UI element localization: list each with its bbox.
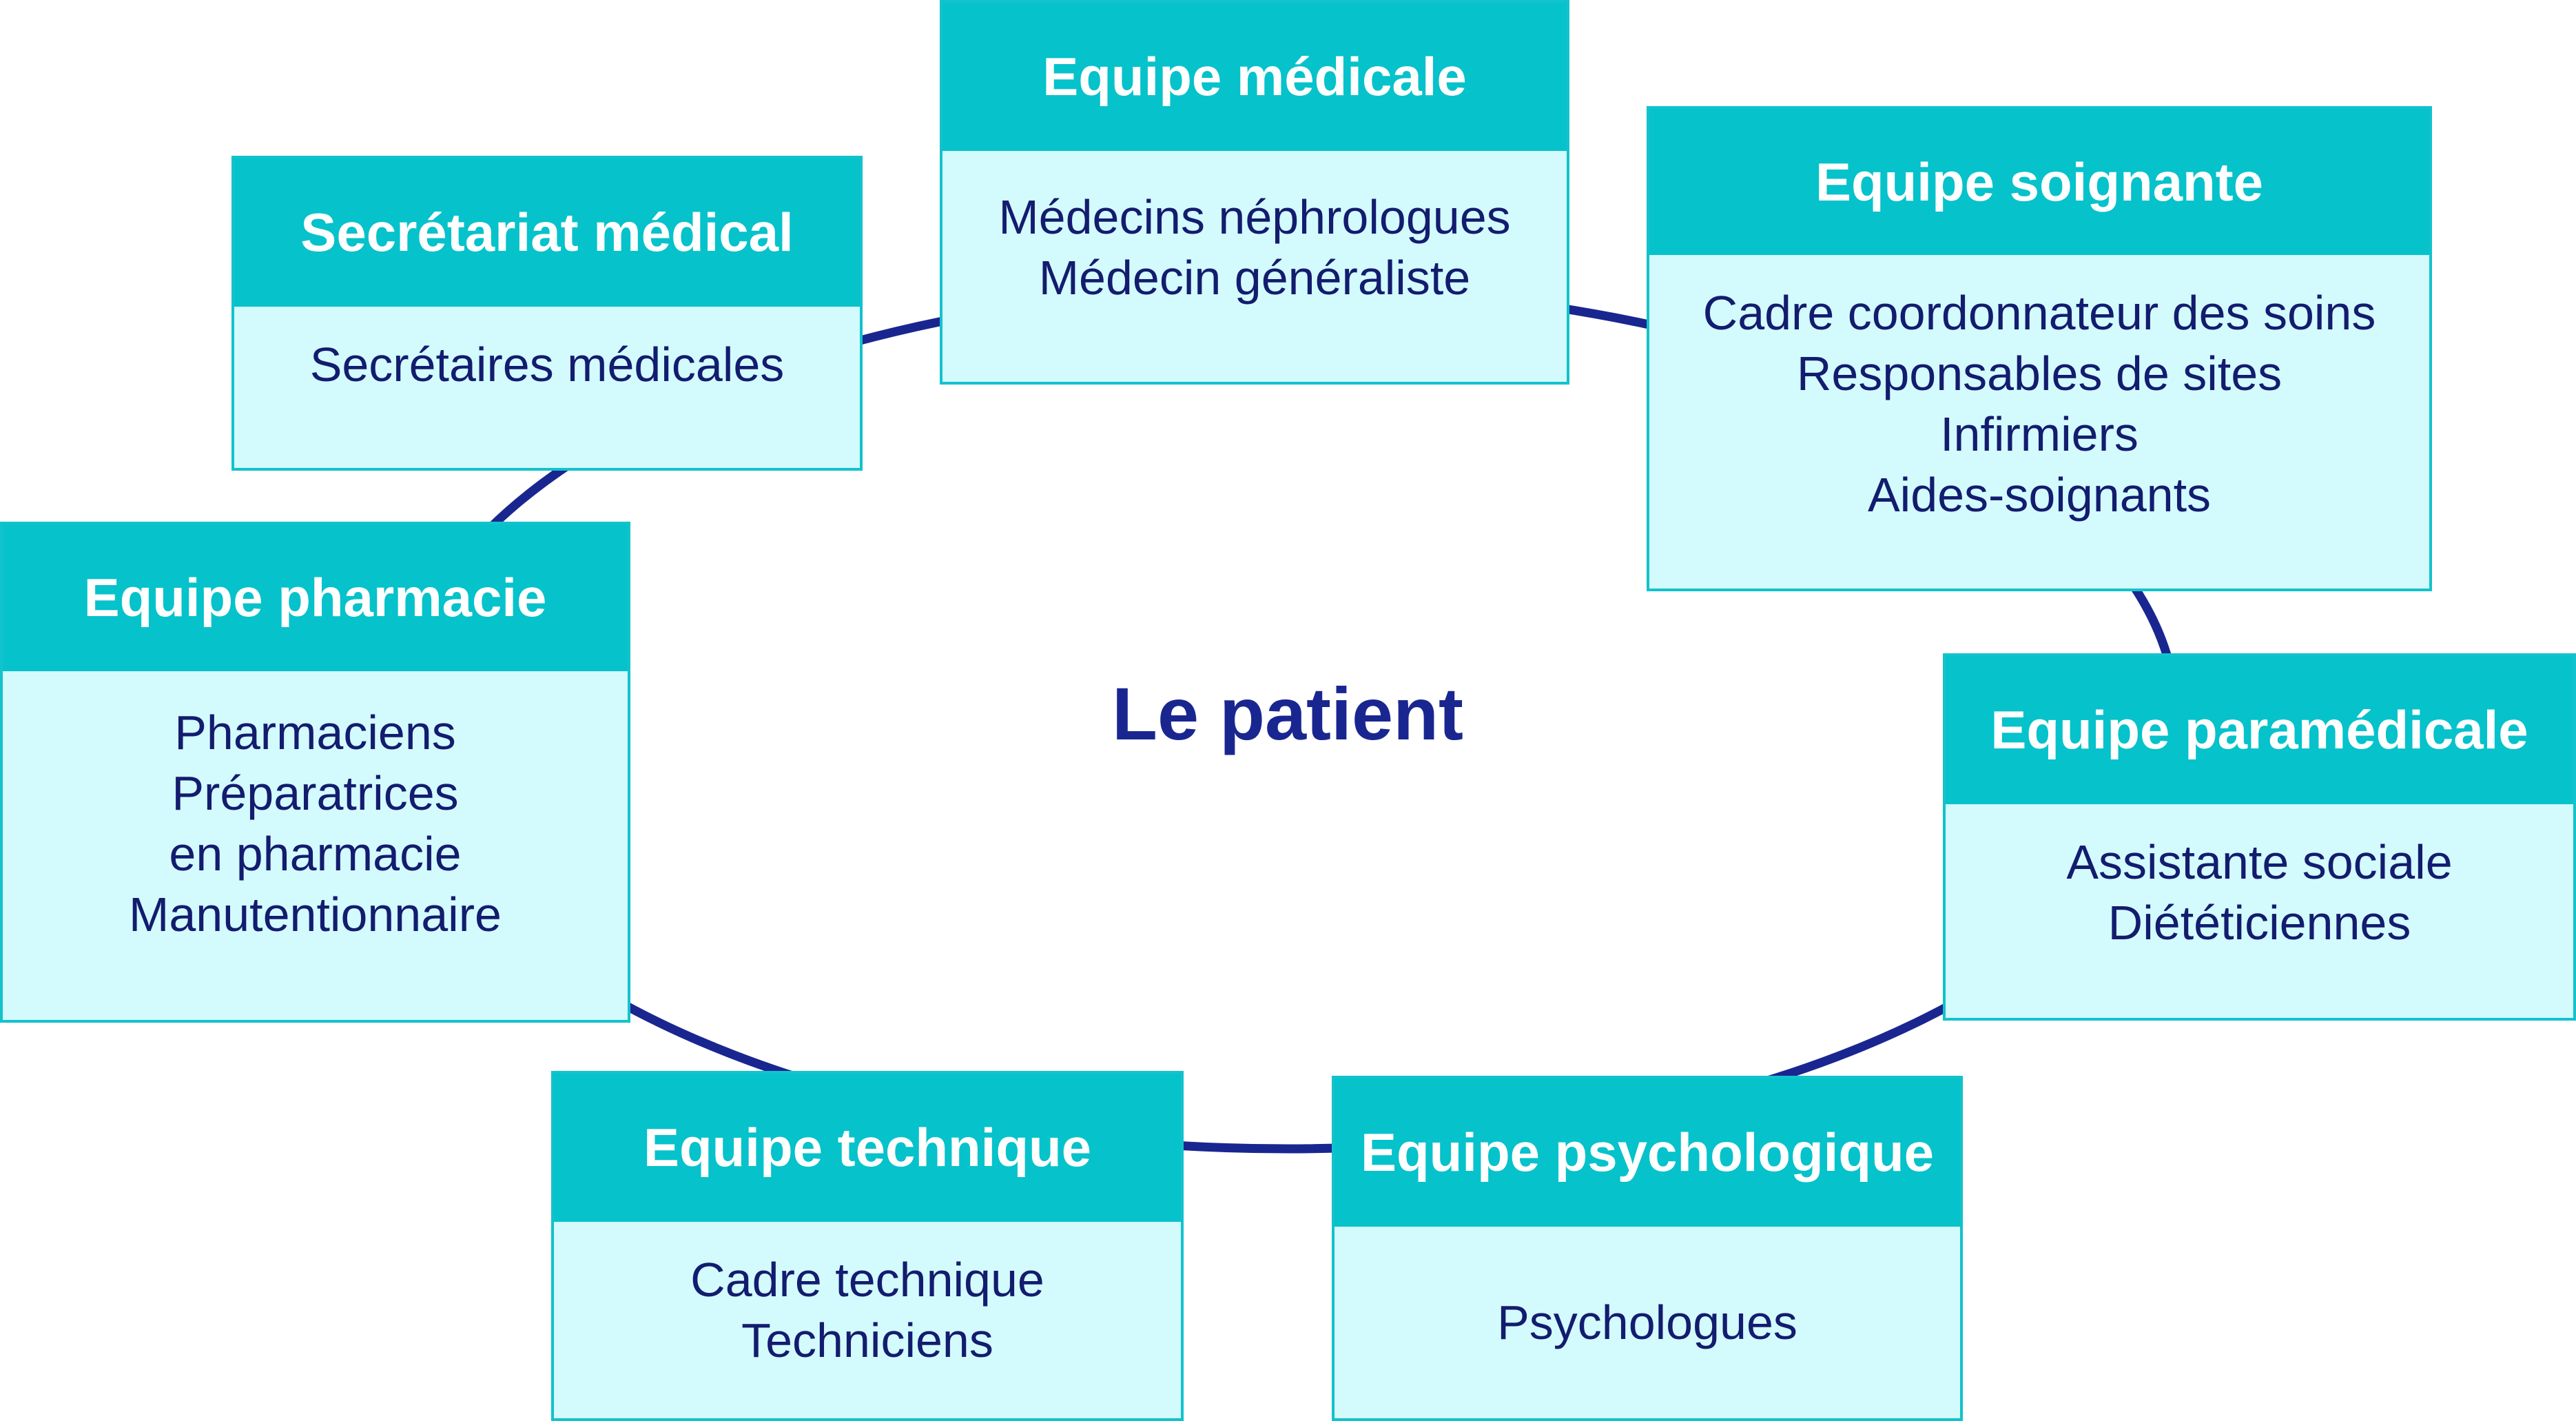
team-member: Aides-soignants: [1867, 468, 2212, 522]
team-box-secretariat: Secrétariat médical Secrétaires médicale…: [231, 156, 863, 471]
team-member: Médecin généraliste: [1038, 251, 1471, 305]
team-box-pharmacy: Equipe pharmacie Pharmaciens Préparatric…: [0, 522, 630, 1023]
team-members: Secrétaires médicales: [234, 307, 860, 468]
team-box-psychology: Equipe psychologique Psychologues: [1332, 1076, 1963, 1421]
team-member: Cadre coordonnateur des soins: [1702, 286, 2376, 340]
team-members: Psychologues: [1335, 1227, 1960, 1418]
team-member: Manutentionnaire: [129, 888, 502, 941]
team-title: Equipe technique: [554, 1074, 1181, 1222]
team-members: Pharmaciens Préparatrices en pharmacie M…: [3, 671, 628, 1020]
team-member: Diététiciennes: [2108, 896, 2411, 950]
team-members: Assistante sociale Diététiciennes: [1946, 804, 2573, 1018]
team-members: Cadre technique Techniciens: [554, 1222, 1181, 1418]
team-title: Equipe médicale: [942, 3, 1567, 151]
team-title: Equipe pharmacie: [3, 524, 628, 671]
team-title: Equipe soignante: [1649, 109, 2429, 255]
center-label-patient: Le patient: [1111, 671, 1464, 755]
team-member: Préparatrices: [172, 766, 459, 820]
team-title: Equipe paramédicale: [1946, 656, 2573, 804]
team-box-paramedical: Equipe paramédicale Assistante sociale D…: [1943, 653, 2576, 1021]
team-members: Médecins néphrologues Médecin généralist…: [942, 151, 1567, 382]
team-member: Pharmaciens: [174, 706, 456, 759]
team-member: Psychologues: [1497, 1296, 1797, 1349]
team-title: Equipe psychologique: [1335, 1078, 1960, 1227]
team-member: Secrétaires médicales: [309, 338, 785, 391]
team-member: Cadre technique: [690, 1253, 1044, 1307]
team-box-technical: Equipe technique Cadre technique Technic…: [551, 1071, 1184, 1421]
team-member: en pharmacie: [169, 827, 462, 881]
team-box-medical: Equipe médicale Médecins néphrologues Mé…: [940, 0, 1569, 385]
team-member: Techniciens: [741, 1313, 993, 1367]
team-member: Infirmiers: [1940, 407, 2139, 461]
team-members: Cadre coordonnateur des soins Responsabl…: [1649, 255, 2429, 589]
team-title: Secrétariat médical: [234, 159, 860, 307]
team-member: Responsables de sites: [1796, 347, 2283, 400]
team-member: Assistante sociale: [2066, 835, 2453, 889]
team-box-nursing: Equipe soignante Cadre coordonnateur des…: [1647, 106, 2432, 591]
team-member: Médecins néphrologues: [998, 190, 1511, 244]
